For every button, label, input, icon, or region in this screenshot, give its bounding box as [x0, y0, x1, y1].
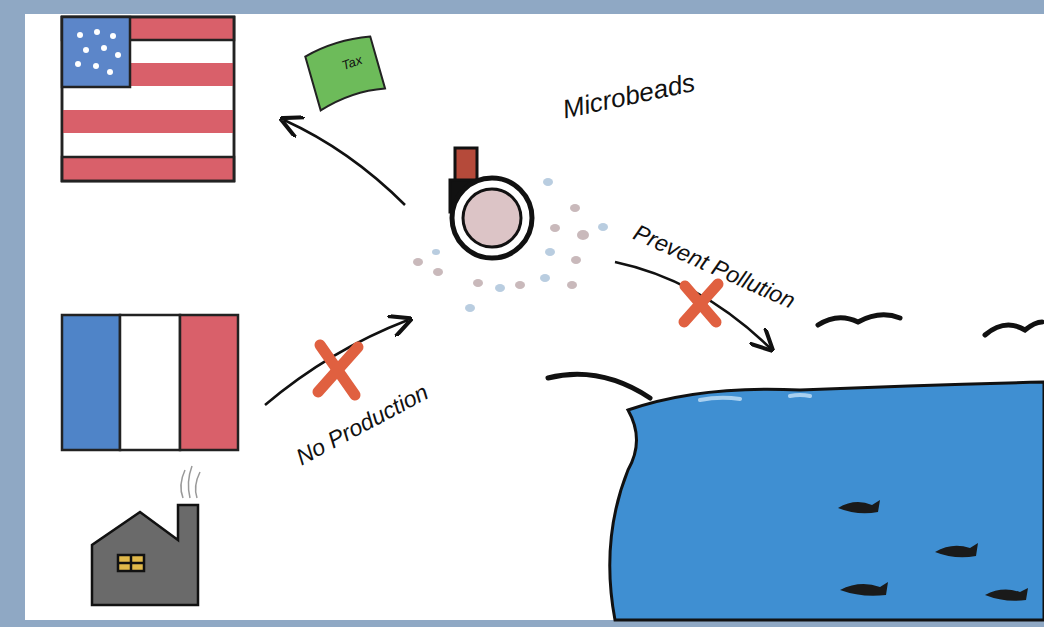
factory: [92, 466, 200, 605]
cross-mark: [318, 345, 358, 395]
cross-mark: [684, 284, 718, 322]
microbeads: [413, 178, 608, 312]
us-flag: [62, 17, 234, 181]
birds: [818, 315, 1042, 335]
cosmetic-compact: [450, 148, 532, 258]
tax-bill: [302, 32, 387, 110]
france-flag: [62, 315, 238, 450]
tax-arrow: [284, 120, 405, 205]
production-arrow: [265, 320, 408, 405]
lake: [548, 374, 1044, 620]
